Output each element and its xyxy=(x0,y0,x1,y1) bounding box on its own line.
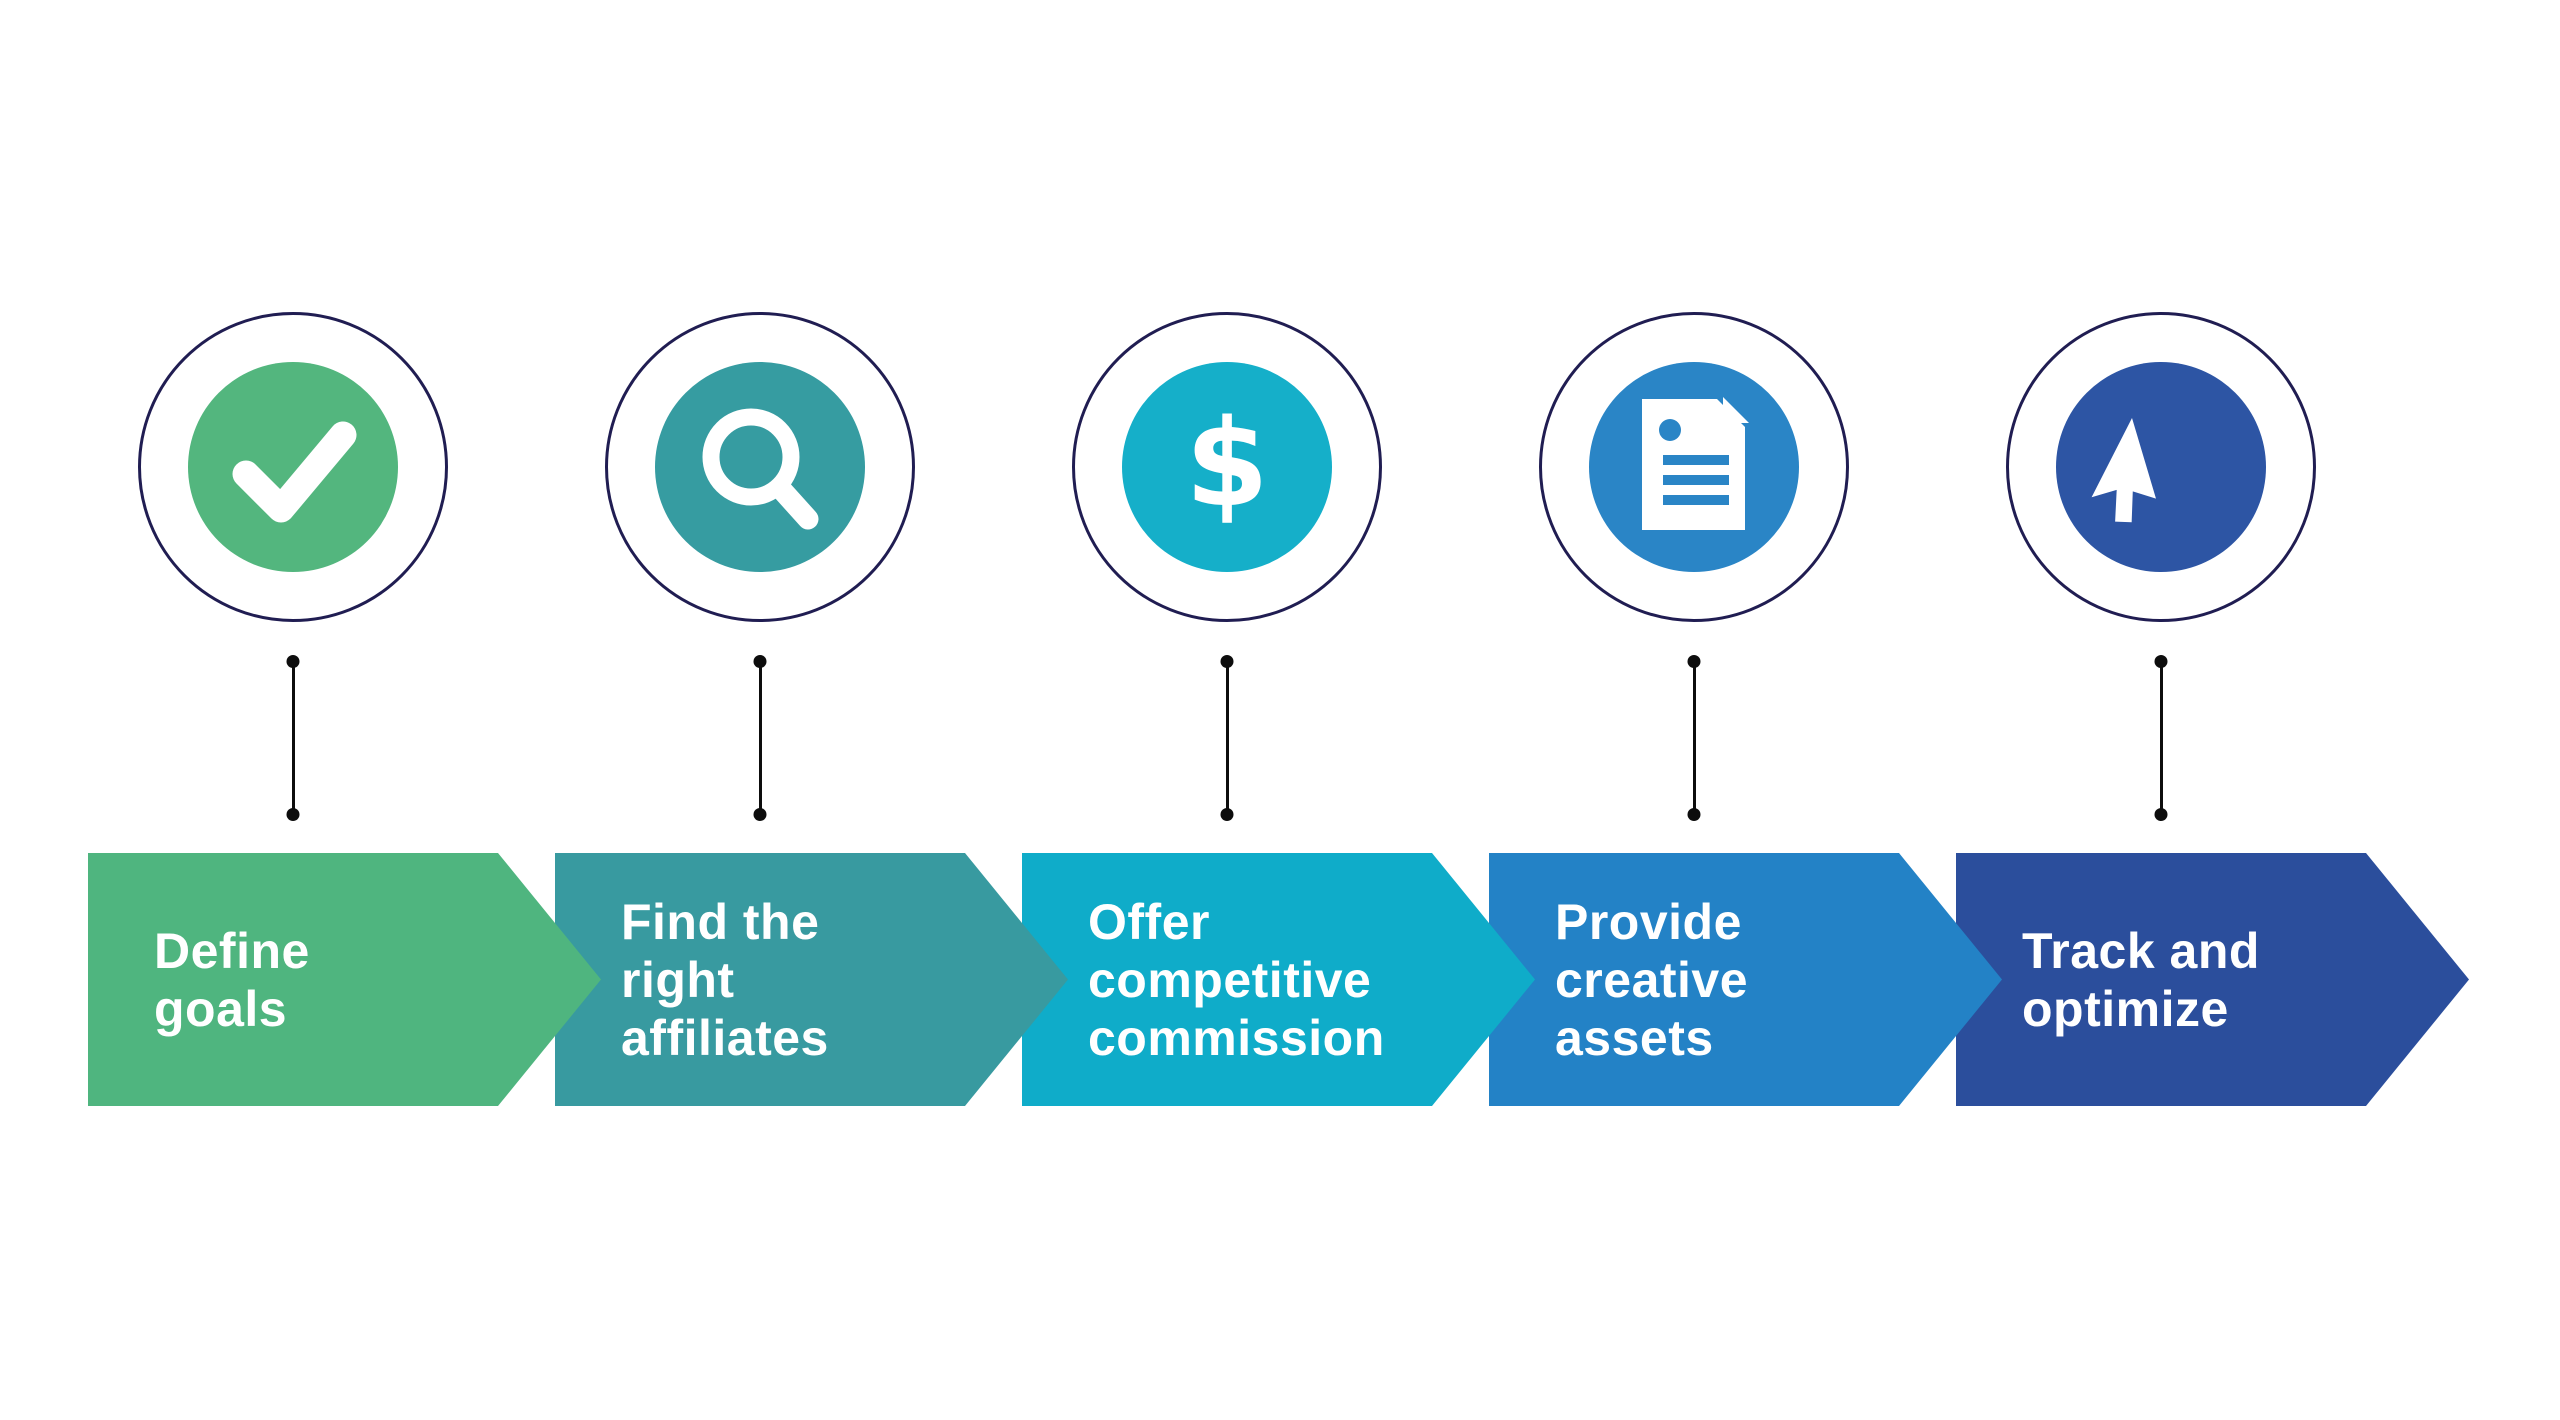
label-line: competitive xyxy=(1088,951,1372,1008)
step-3-banner: Offer competitive commission xyxy=(1022,853,1535,1106)
step-define-goals: Define goals xyxy=(88,0,601,1420)
step-5-badge xyxy=(2006,312,2316,622)
step-4-label: Provide creative assets xyxy=(1489,893,1756,1067)
step-4-icon-circle xyxy=(1589,362,1799,572)
label-line: Offer xyxy=(1088,893,1210,950)
step-4-badge xyxy=(1539,312,1849,622)
step-1-badge xyxy=(138,312,448,622)
step-3-badge: $ xyxy=(1072,312,1382,622)
step-2-badge xyxy=(605,312,915,622)
step-2-label: Find the right affiliates xyxy=(555,893,837,1067)
label-line: Provide xyxy=(1555,893,1742,950)
step-3-icon-circle: $ xyxy=(1122,362,1332,572)
step-2-connector xyxy=(758,661,762,815)
label-line: Find the xyxy=(621,893,820,950)
step-5-label: Track and optimize xyxy=(1956,922,2268,1038)
search-icon xyxy=(702,408,819,530)
label-line: goals xyxy=(154,980,288,1037)
label-line: creative xyxy=(1555,951,1749,1008)
step-offer-commission: $ Offer competitive commission xyxy=(1022,0,1535,1420)
cursor-icon xyxy=(2091,418,2156,523)
step-find-affiliates: Find the right affiliates xyxy=(555,0,1068,1420)
step-provide-assets: Provide creative assets xyxy=(1489,0,2002,1420)
label-line: optimize xyxy=(2022,980,2229,1037)
step-3-connector xyxy=(1225,661,1229,815)
dollar-icon: $ xyxy=(1185,395,1269,534)
check-icon xyxy=(232,421,357,523)
step-1-connector xyxy=(291,661,295,815)
step-4-connector xyxy=(1692,661,1696,815)
label-line: commission xyxy=(1088,1009,1385,1066)
step-3-label: Offer competitive commission xyxy=(1022,893,1393,1067)
step-5-connector xyxy=(2159,661,2163,815)
step-5-icon-circle xyxy=(2056,362,2266,572)
step-4-banner: Provide creative assets xyxy=(1489,853,2002,1106)
step-5-banner: Track and optimize xyxy=(1956,853,2469,1106)
step-1-label: Define goals xyxy=(88,922,318,1038)
step-1-icon-circle xyxy=(188,362,398,572)
label-line: affiliates xyxy=(621,1009,829,1066)
document-icon xyxy=(1642,397,1749,530)
step-2-banner: Find the right affiliates xyxy=(555,853,1068,1106)
step-track-optimize: Track and optimize xyxy=(1956,0,2469,1420)
step-2-icon-circle xyxy=(655,362,865,572)
label-line: Define xyxy=(154,922,310,979)
label-line: right xyxy=(621,951,735,1008)
label-line: Track and xyxy=(2022,922,2260,979)
step-1-banner: Define goals xyxy=(88,853,601,1106)
label-line: assets xyxy=(1555,1009,1714,1066)
